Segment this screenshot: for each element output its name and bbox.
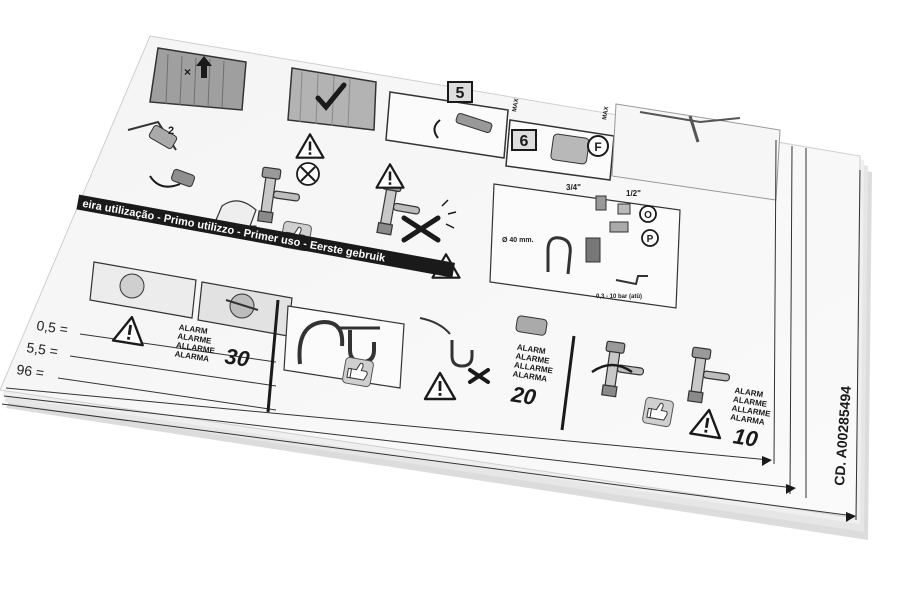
valve-rotate-panel bbox=[591, 340, 675, 428]
drain-wrong-panel bbox=[419, 317, 490, 401]
alarm-code-20: 20 bbox=[509, 381, 539, 410]
thumbs-up-icon-2 bbox=[341, 356, 375, 388]
installation-panel bbox=[611, 103, 781, 201]
check-mark-icon bbox=[315, 82, 347, 111]
step-5-panel: 5 bbox=[385, 81, 509, 159]
x-mark-icon bbox=[401, 215, 441, 243]
size-label-3-4: 3/4" bbox=[566, 183, 581, 192]
alarm-code-10: 10 bbox=[732, 423, 761, 452]
manual-page: × 5 6 F MAX MAX bbox=[0, 35, 861, 522]
hardness-row-3: 96 = bbox=[16, 361, 46, 381]
rotate-arrow-icon bbox=[433, 119, 441, 139]
alarm-code-30: 30 bbox=[223, 343, 252, 372]
rotate-arrow-icon-2 bbox=[591, 363, 633, 374]
divider-1 bbox=[266, 299, 280, 413]
step-6-panel: 6 F MAX MAX bbox=[505, 98, 615, 181]
x-mark-icon: × bbox=[184, 65, 191, 79]
divider-2 bbox=[560, 335, 576, 431]
marker-f: F bbox=[594, 140, 601, 154]
step-number-5: 5 bbox=[456, 85, 465, 102]
dishwasher-panels bbox=[89, 261, 293, 337]
door-panel-crossed: × bbox=[149, 47, 247, 111]
size-label-1-2: 1/2" bbox=[626, 189, 641, 198]
hardness-row-2: 5,5 = bbox=[26, 339, 59, 359]
max-label-1: MAX bbox=[512, 98, 520, 112]
diameter-label: Ø 40 mm. bbox=[502, 237, 534, 244]
max-label-2: MAX bbox=[602, 106, 610, 120]
document-code: CD. A00285494 bbox=[831, 385, 854, 486]
door-panel-checked bbox=[287, 67, 377, 131]
hardness-row-1: 0,5 = bbox=[36, 317, 69, 337]
alarm-block-20: ALARM ALARME ALLARME ALARMA 20 bbox=[509, 315, 554, 410]
arrow-right-icon-2 bbox=[786, 484, 796, 494]
hardness-table: 0,5 = 5,5 = 96 = bbox=[16, 317, 277, 411]
step-number-6: 6 bbox=[520, 133, 529, 150]
drain-panel bbox=[283, 305, 405, 389]
arrow-up-icon bbox=[196, 56, 212, 78]
page-guides bbox=[1, 139, 861, 522]
hose-attach-panel: 2 bbox=[127, 120, 196, 188]
thumbs-up-icon-3 bbox=[641, 396, 675, 428]
x-mark-icon-2 bbox=[468, 368, 490, 384]
arrow-right-icon bbox=[762, 456, 772, 466]
step-number-2: 2 bbox=[168, 125, 174, 137]
alarm-block-10: ALARM ALARME ALLARME ALARMA 10 bbox=[689, 386, 772, 452]
pressure-label: 0,3 - 10 bar (atü) bbox=[596, 294, 642, 300]
fittings-panel: 3/4" 1/2" O P Ø 40 mm. 0,3 - 10 bar (atü… bbox=[489, 183, 681, 309]
arrow-right-icon-3 bbox=[846, 512, 856, 522]
marker-p: P bbox=[647, 234, 654, 245]
marker-o: O bbox=[644, 210, 652, 221]
tap-wrong-panel bbox=[374, 163, 461, 279]
